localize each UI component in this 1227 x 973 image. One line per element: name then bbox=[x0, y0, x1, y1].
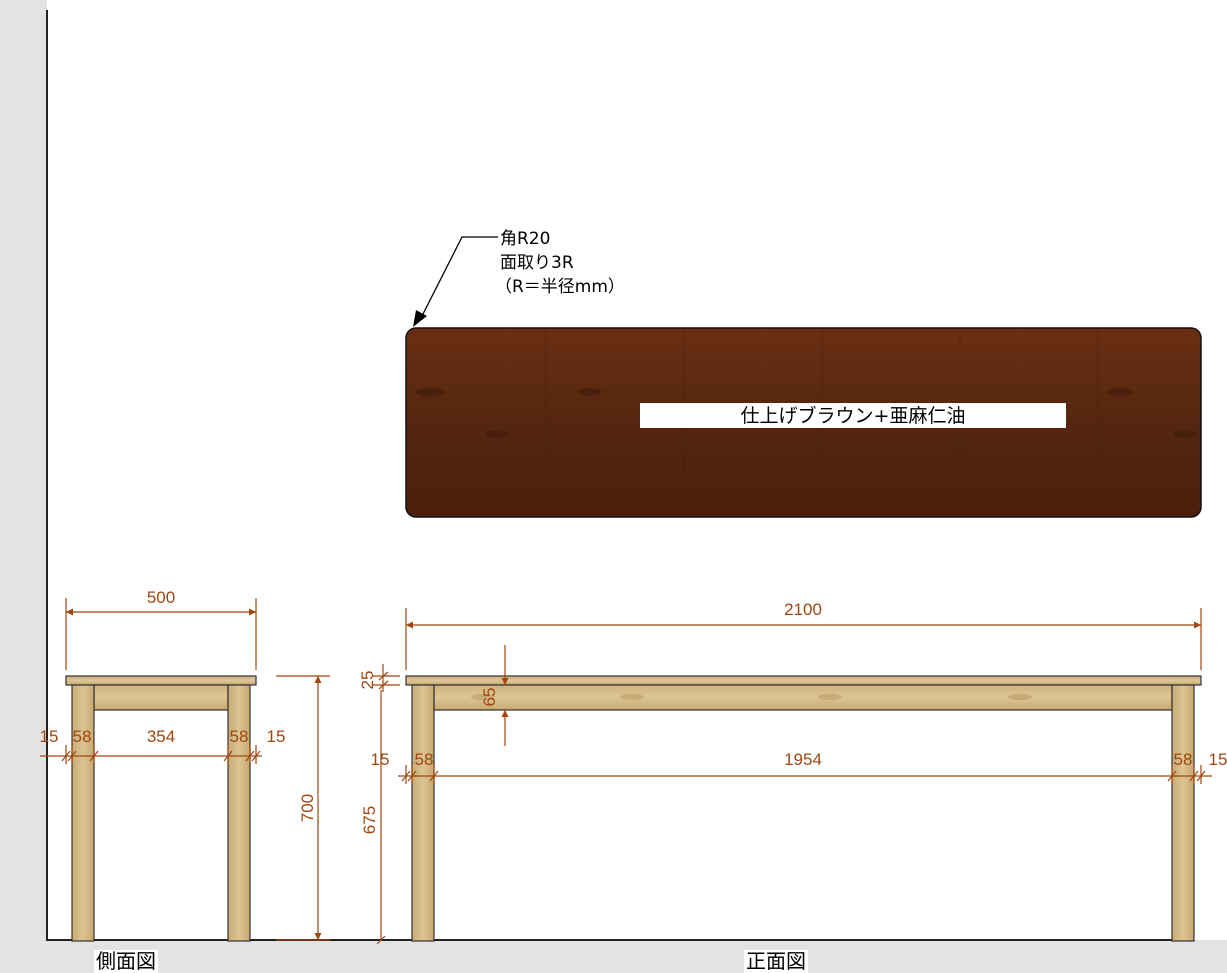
callout-note: （R＝半径mm） bbox=[495, 277, 625, 297]
front-leg-left-label: 58 bbox=[415, 750, 434, 769]
wood-knots bbox=[416, 387, 1197, 438]
frame-left-border bbox=[46, 10, 48, 940]
side-leg-right bbox=[227, 684, 251, 942]
side-view-caption: 側面図 bbox=[94, 949, 158, 973]
front-apron-grain bbox=[471, 694, 1032, 700]
callout-corner: 角R20 bbox=[500, 229, 550, 249]
front-leg-right-label: 58 bbox=[1174, 750, 1193, 769]
side-apron bbox=[93, 684, 229, 711]
top-thickness-label: 25 bbox=[358, 671, 377, 690]
front-view: 2100 25 65 bbox=[358, 600, 1227, 945]
side-inset-right: 15 bbox=[267, 727, 286, 746]
dim-side-height bbox=[276, 675, 330, 941]
front-leg-right bbox=[1171, 684, 1195, 942]
front-inset-right: 15 bbox=[1209, 750, 1227, 769]
side-leg-left bbox=[71, 684, 95, 942]
callout-leader bbox=[419, 236, 498, 321]
dim-front-chain bbox=[398, 765, 1212, 784]
side-height-label: 700 bbox=[298, 794, 317, 822]
callout-arrow bbox=[413, 310, 427, 327]
dim-front-width bbox=[405, 608, 1202, 670]
front-leg-left bbox=[411, 684, 435, 942]
finish-label: 仕上げブラウン+亜麻仁油 bbox=[741, 404, 966, 427]
front-top-board bbox=[405, 675, 1202, 686]
dim-side-chain bbox=[40, 745, 262, 764]
callout-chamfer: 面取り3R bbox=[500, 253, 574, 273]
front-span-label: 1954 bbox=[784, 750, 822, 769]
front-apron bbox=[433, 684, 1173, 711]
front-width-label: 2100 bbox=[784, 600, 822, 619]
finish-label-box bbox=[640, 403, 1066, 428]
leg-height-label: 675 bbox=[360, 806, 379, 834]
dim-leg-height bbox=[376, 690, 386, 945]
apron-height-label: 65 bbox=[480, 688, 499, 707]
front-inset-left: 15 bbox=[371, 750, 390, 769]
front-view-caption: 正面図 bbox=[744, 949, 808, 973]
dim-top-thickness bbox=[372, 664, 400, 692]
side-view: 500 15 58 354 58 15 700 bbox=[40, 588, 330, 942]
frame-bottom-border bbox=[46, 939, 1180, 941]
side-leg-left-label: 58 bbox=[73, 727, 92, 746]
side-width-label: 500 bbox=[147, 588, 175, 607]
side-inset-left: 15 bbox=[40, 727, 59, 746]
side-top-board bbox=[65, 675, 257, 686]
top-view: 仕上げブラウン+亜麻仁油 角R20 面取り3R （R＝半径mm） bbox=[405, 229, 1202, 518]
dim-side-width bbox=[65, 598, 257, 670]
side-leg-right-label: 58 bbox=[230, 727, 249, 746]
side-gap-label: 354 bbox=[147, 727, 175, 746]
